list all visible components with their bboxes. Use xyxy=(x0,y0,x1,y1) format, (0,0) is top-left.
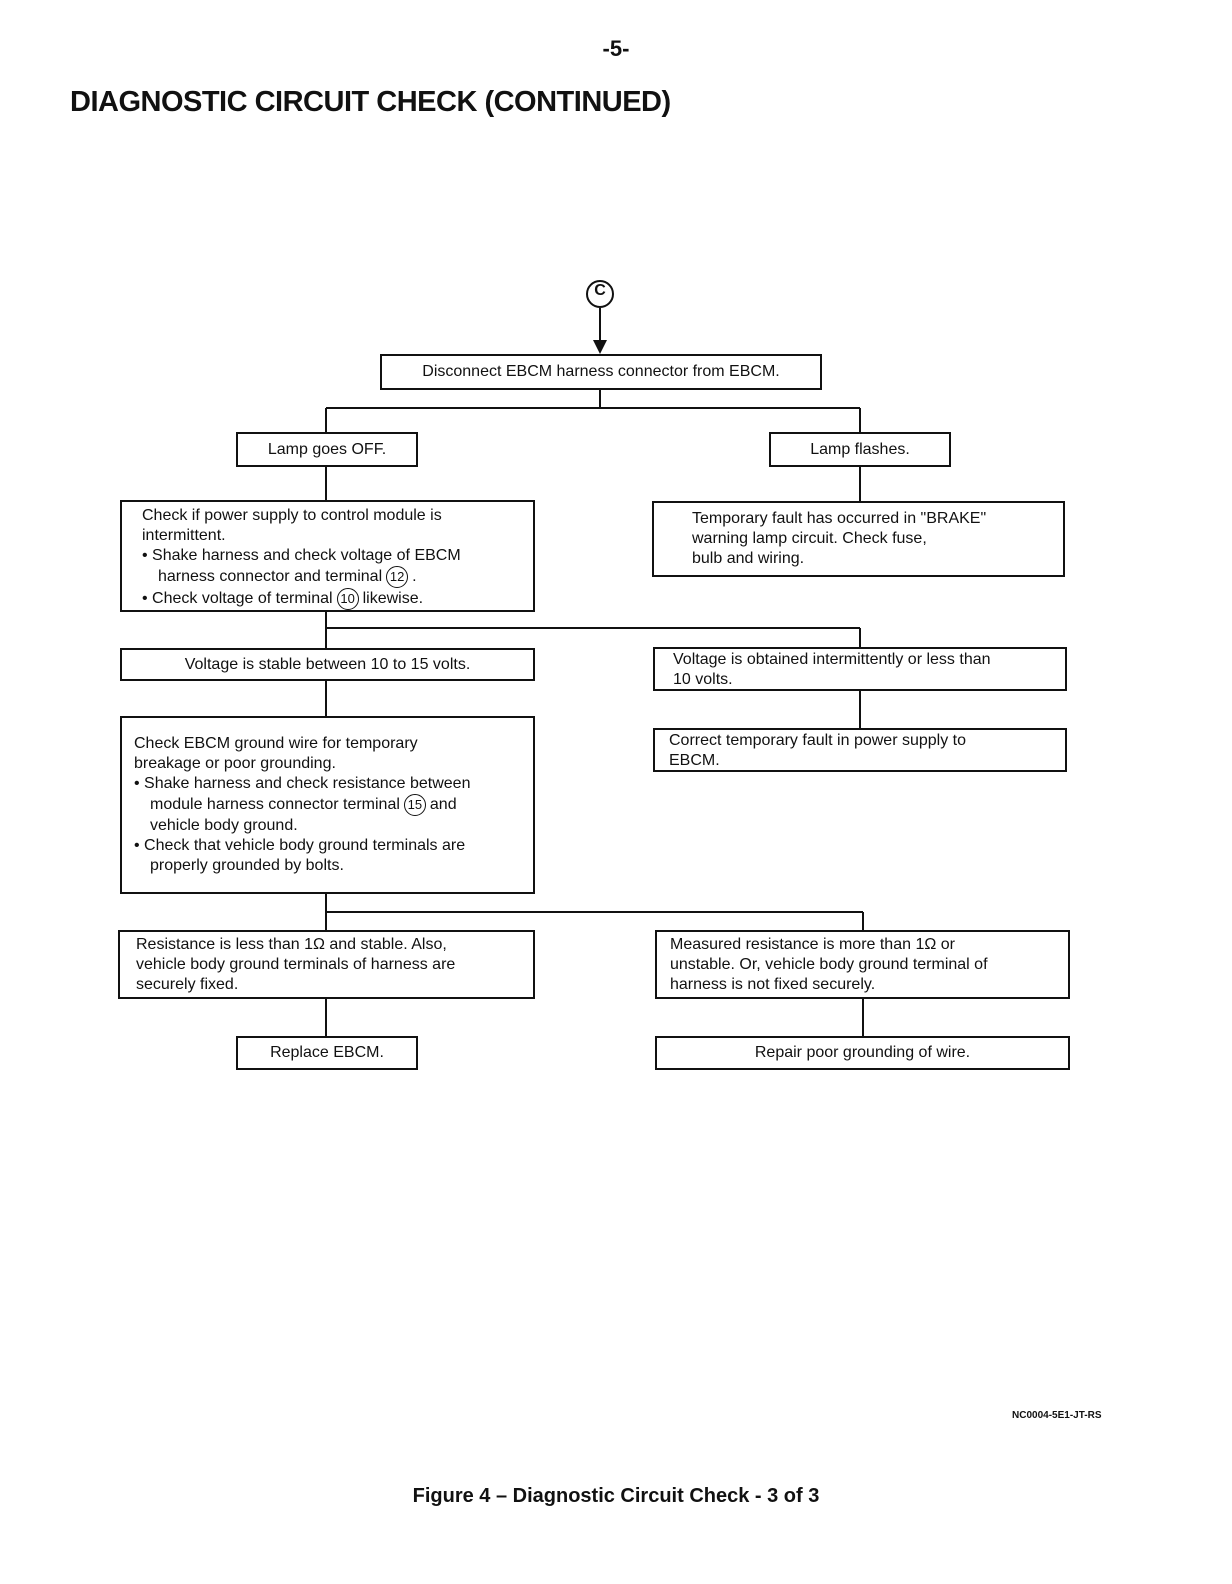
voltage-stable-box: Voltage is stable between 10 to 15 volts… xyxy=(120,648,535,681)
replace-ebcm-text: Replace EBCM. xyxy=(270,1044,384,1061)
page-title: DIAGNOSTIC CIRCUIT CHECK (CONTINUED) xyxy=(70,86,671,118)
lamp-flashes-text: Lamp flashes. xyxy=(810,440,910,458)
voltage-intermittent-box: Voltage is obtained intermittently or le… xyxy=(653,647,1067,691)
resistance-low-line1: Resistance is less than 1Ω and stable. A… xyxy=(136,936,447,953)
check-ground-line1: Check EBCM ground wire for temporary xyxy=(134,735,418,752)
disconnect-text: Disconnect EBCM harness connector from E… xyxy=(422,363,780,380)
terminal-15-icon: 15 xyxy=(403,794,426,816)
correct-fault-line2: EBCM. xyxy=(669,752,720,769)
voltage-stable-text: Voltage is stable between 10 to 15 volts… xyxy=(184,655,471,673)
resistance-high-line1: Measured resistance is more than 1Ω or xyxy=(670,936,955,953)
check-power-bullet2-end: likewise. xyxy=(362,590,424,608)
resistance-low-box: Resistance is less than 1Ω and stable. A… xyxy=(118,930,535,999)
temporary-fault-line1: Temporary fault has occurred in "BRAKE" xyxy=(692,510,987,527)
check-power-line2: intermittent. xyxy=(142,527,226,544)
correct-fault-box: Correct temporary fault in power supply … xyxy=(653,728,1067,772)
check-power-bullet1-text: harness connector and terminal xyxy=(158,568,383,586)
check-ground-bullet1-last: vehicle body ground. xyxy=(150,817,298,834)
replace-ebcm-box: Replace EBCM. xyxy=(236,1036,418,1070)
check-power-box: Check if power supply to control module … xyxy=(120,500,535,612)
terminal-10-icon: 10 xyxy=(336,588,359,610)
lamp-off-text: Lamp goes OFF. xyxy=(267,440,387,458)
voltage-intermittent-line2: 10 volts. xyxy=(673,671,733,688)
check-ground-bullet1-end: and xyxy=(429,796,457,814)
page-number: -5- xyxy=(602,36,630,61)
temporary-fault-line2: warning lamp circuit. Check fuse, xyxy=(692,530,927,547)
resistance-low-line2: vehicle body ground terminals of harness… xyxy=(136,956,456,973)
correct-fault-line1: Correct temporary fault in power supply … xyxy=(669,732,967,749)
lamp-off-box: Lamp goes OFF. xyxy=(236,432,418,467)
entry-connector-c: C xyxy=(586,280,614,308)
check-power-bullet2-text: • Check voltage of terminal xyxy=(142,590,333,608)
resistance-high-line3: harness is not fixed securely. xyxy=(670,976,876,993)
check-ground-bullet2: • Check that vehicle body ground termina… xyxy=(134,837,466,854)
temporary-fault-line3: bulb and wiring. xyxy=(692,550,805,567)
check-power-bullet1: • Shake harness and check voltage of EBC… xyxy=(142,547,461,564)
lamp-flashes-box: Lamp flashes. xyxy=(769,432,951,467)
repair-ground-box: Repair poor grounding of wire. xyxy=(655,1036,1070,1070)
terminal-12-icon: 12 xyxy=(386,566,409,588)
repair-ground-text: Repair poor grounding of wire. xyxy=(754,1044,971,1061)
figure-caption: Figure 4 – Diagnostic Circuit Check - 3 … xyxy=(412,1485,820,1507)
temporary-fault-box: Temporary fault has occurred in "BRAKE" … xyxy=(652,501,1065,577)
disconnect-box: Disconnect EBCM harness connector from E… xyxy=(380,354,822,390)
resistance-high-line2: unstable. Or, vehicle body ground termin… xyxy=(670,956,988,973)
check-ground-box: Check EBCM ground wire for temporary bre… xyxy=(120,716,535,894)
document-code: NC0004-5E1-JT-RS xyxy=(1012,1410,1102,1421)
resistance-low-line3: securely fixed. xyxy=(136,976,239,993)
check-ground-bullet2-cont: properly grounded by bolts. xyxy=(150,857,344,874)
check-ground-bullet1-text: module harness connector terminal xyxy=(150,796,400,814)
check-power-line1: Check if power supply to control module … xyxy=(142,507,442,524)
voltage-intermittent-line1: Voltage is obtained intermittently or le… xyxy=(673,651,991,668)
check-ground-line2: breakage or poor grounding. xyxy=(134,755,336,772)
arrowhead-icon xyxy=(593,340,607,354)
check-ground-bullet1: • Shake harness and check resistance bet… xyxy=(134,775,471,792)
resistance-high-box: Measured resistance is more than 1Ω or u… xyxy=(655,930,1070,999)
